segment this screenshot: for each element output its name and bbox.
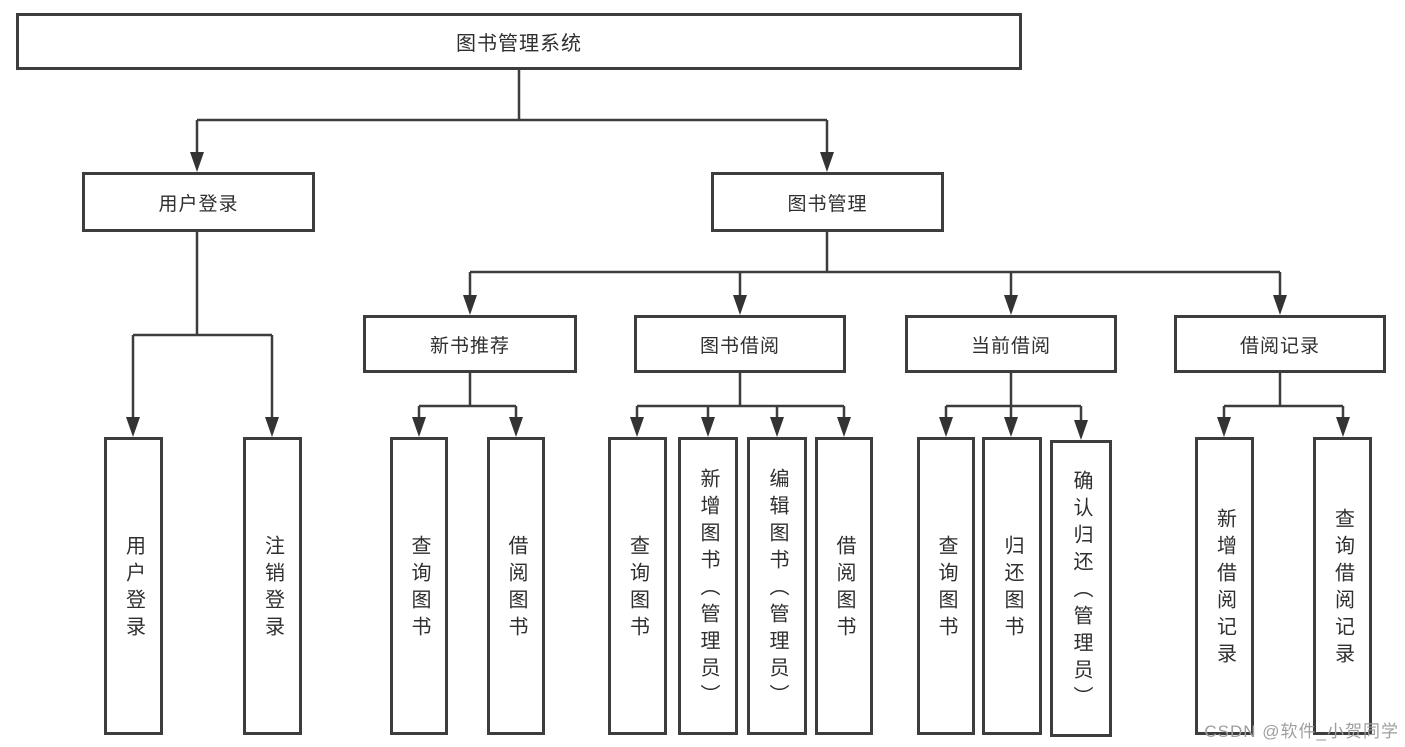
node-new-book-recommend: 新书推荐	[363, 315, 577, 373]
leaf-user-login: 用户登录	[104, 437, 163, 735]
connector-user-login-branch	[126, 232, 279, 437]
connector-root-to-level1	[190, 70, 834, 172]
leaf-add-borrow-record: 新增借阅记录	[1195, 437, 1254, 735]
leaf-logout: 注销登录	[243, 437, 302, 735]
leaf-borrow-books-1: 借阅图书	[487, 437, 545, 735]
csdn-watermark: CSDN @软件_小贺同学	[1204, 722, 1399, 741]
connector-book-management-branch	[463, 232, 1287, 315]
node-system-root: 图书管理系统	[16, 13, 1022, 70]
leaf-borrow-books-2: 借阅图书	[815, 437, 873, 735]
leaf-add-books-admin: 新增图书（管理员）	[678, 437, 738, 735]
node-current-borrow: 当前借阅	[905, 315, 1117, 373]
leaf-query-books-3: 查询图书	[917, 437, 975, 735]
leaf-query-books-2: 查询图书	[608, 437, 667, 735]
node-user-login: 用户登录	[82, 172, 315, 232]
leaf-query-borrow-record: 查询借阅记录	[1313, 437, 1372, 735]
leaf-query-books-1: 查询图书	[390, 437, 448, 735]
leaf-confirm-return-admin: 确认归还（管理员）	[1050, 440, 1112, 737]
connector-current-borrow-branch	[939, 373, 1088, 440]
connector-borrow-record-branch	[1217, 373, 1350, 437]
node-borrow-record: 借阅记录	[1174, 315, 1386, 373]
connector-new-book-branch	[412, 373, 523, 437]
node-book-management: 图书管理	[711, 172, 944, 232]
leaf-edit-books-admin: 编辑图书（管理员）	[747, 437, 807, 735]
leaf-return-books: 归还图书	[982, 437, 1042, 735]
node-book-borrow: 图书借阅	[634, 315, 846, 373]
connector-book-borrow-branch	[630, 373, 851, 437]
